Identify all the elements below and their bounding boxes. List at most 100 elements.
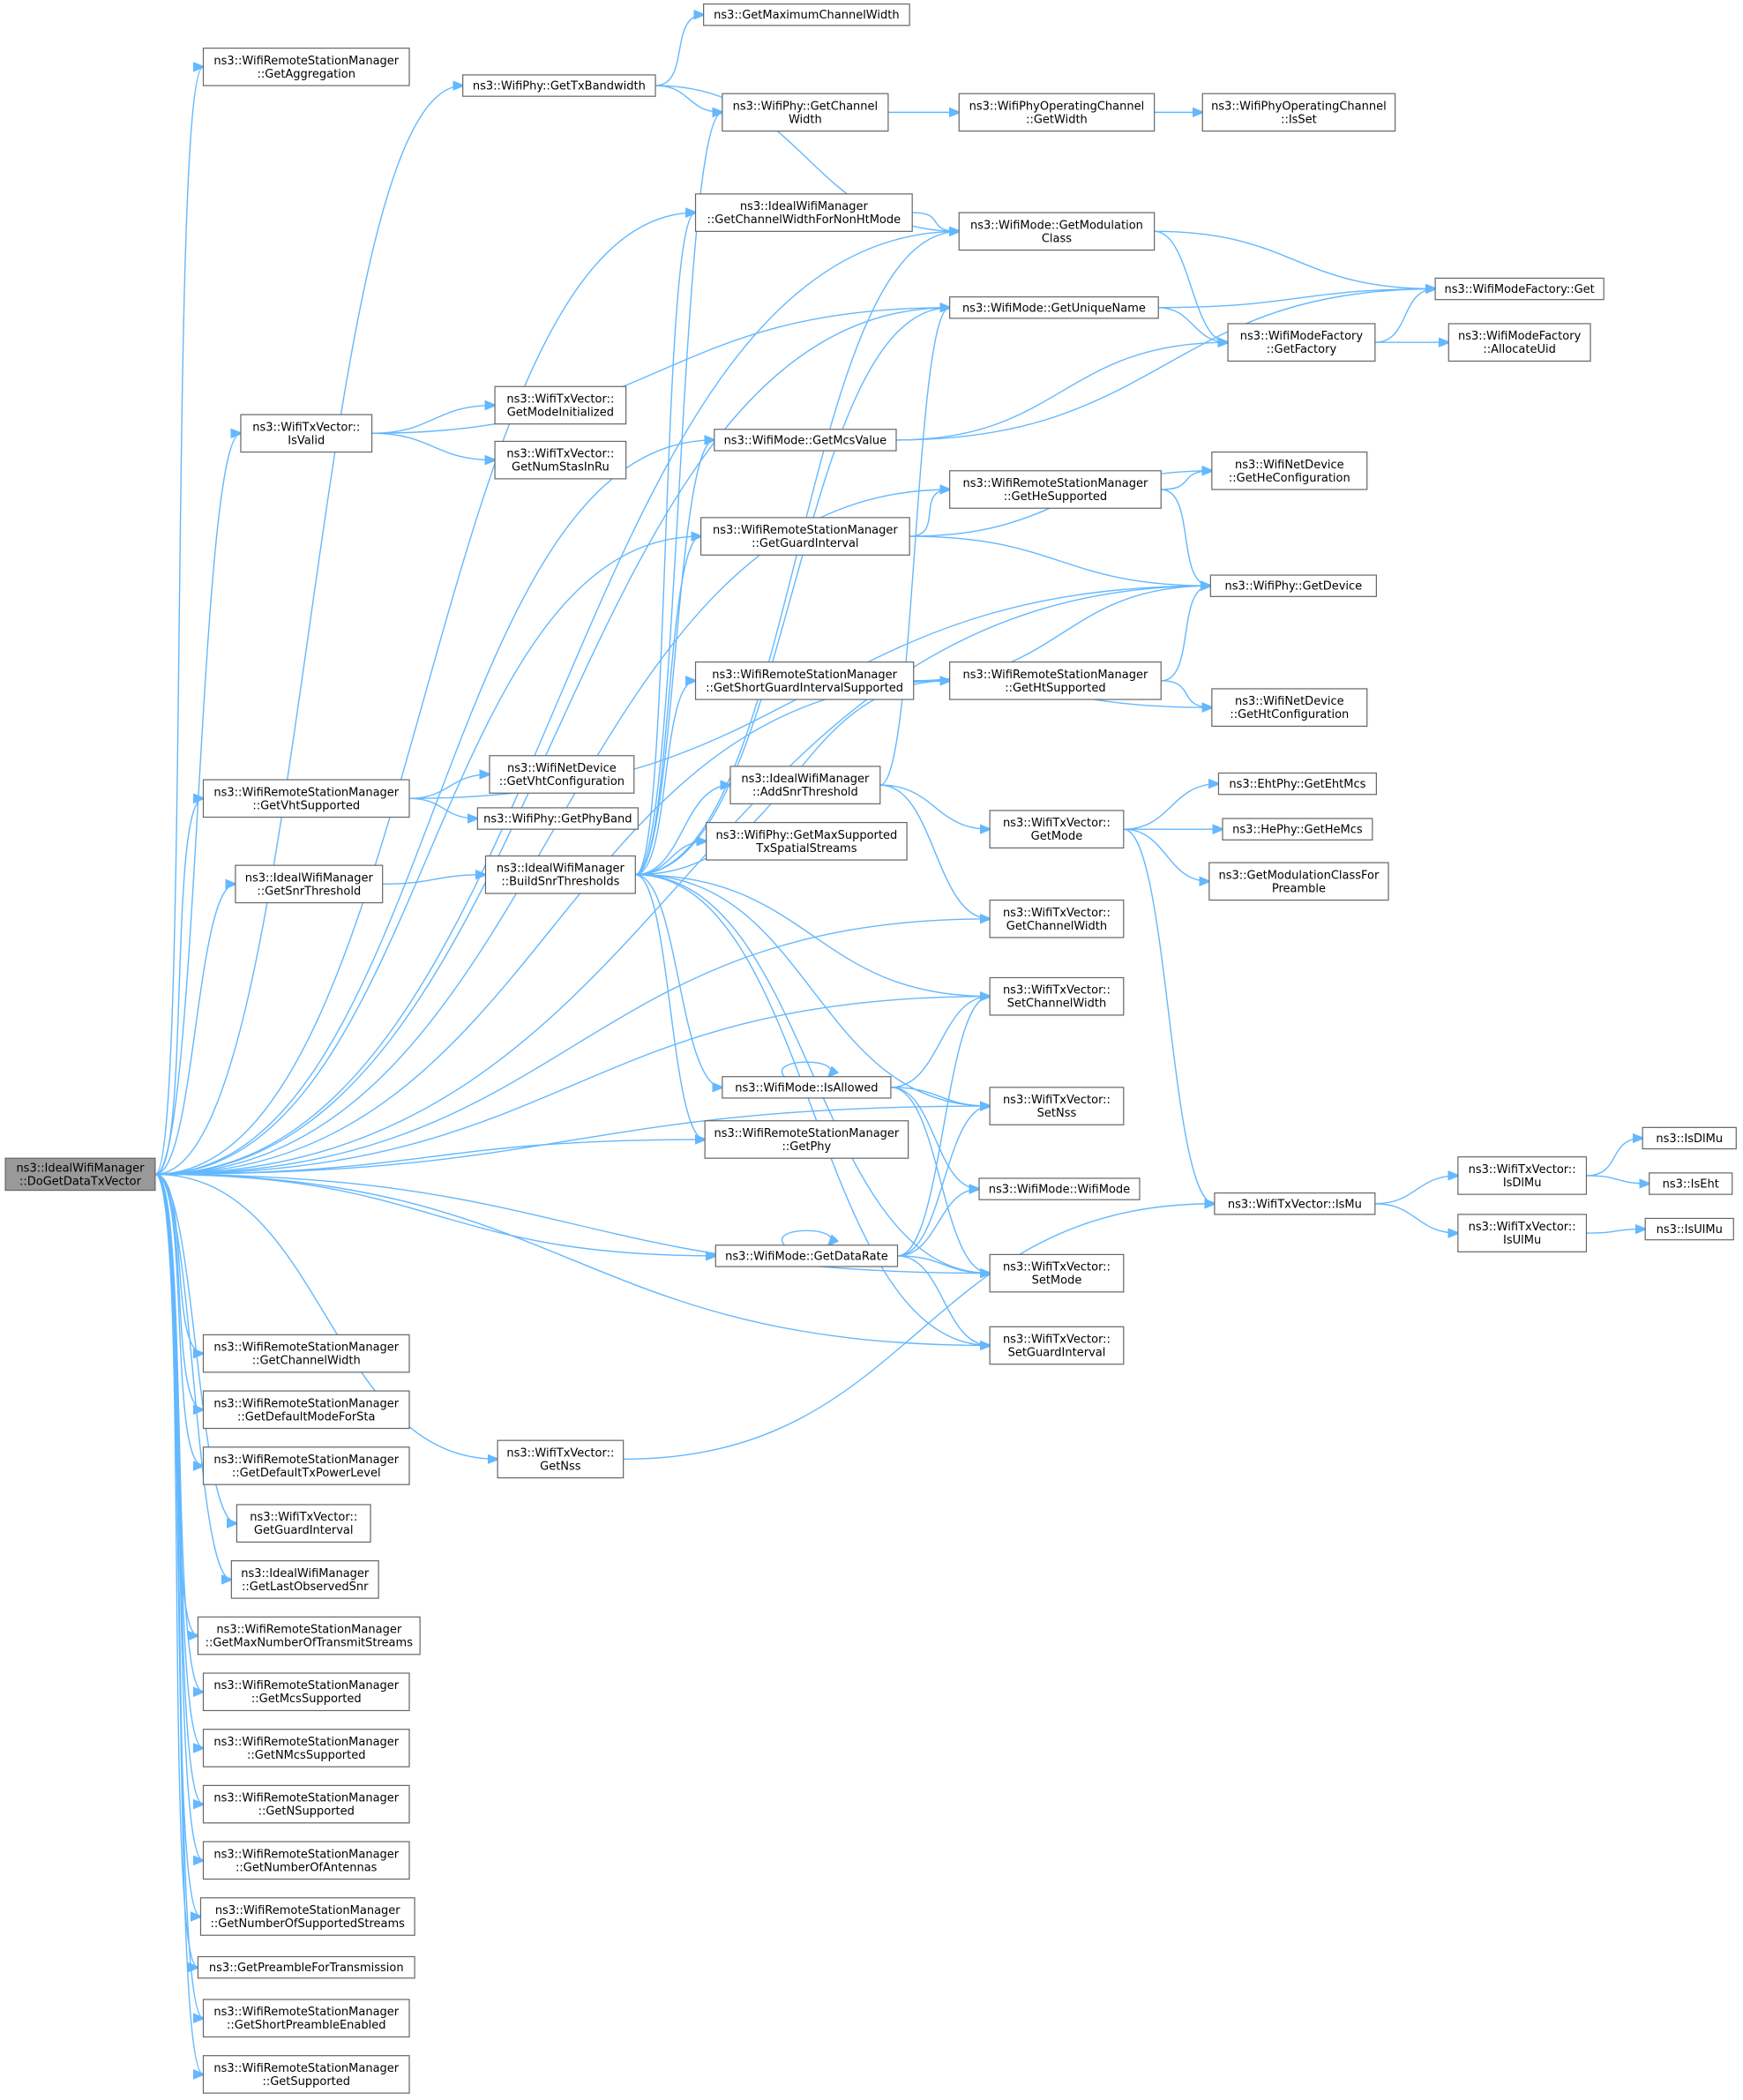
node-nMcsSupp[interactable]: ns3::WifiRemoteStationManager::GetNMcsSu… (202, 1729, 410, 1767)
node-txGetMode[interactable]: ns3::WifiTxVector::GetMode (989, 810, 1125, 848)
node-label: ::GetMaxNumberOfTransmitStreams (206, 1637, 414, 1650)
node-phyChW[interactable]: ns3::WifiPhy::GetChannelWidth (722, 93, 889, 132)
node-label: ::GetHeConfiguration (1229, 472, 1350, 485)
node-defPow[interactable]: ns3::WifiRemoteStationManager::GetDefaul… (202, 1446, 410, 1485)
node-shortPre[interactable]: ns3::WifiRemoteStationManager::GetShortP… (202, 1999, 410, 2038)
node-maxChW[interactable]: ns3::GetMaximumChannelWidth (703, 3, 910, 26)
node-sgiSupp[interactable]: ns3::WifiRemoteStationManager::GetShortG… (694, 661, 915, 700)
node-label: ns3::WifiNetDevice (1235, 695, 1344, 708)
node-preamble[interactable]: ns3::GetPreambleForTransmission (197, 1955, 415, 1979)
node-box (1434, 277, 1605, 301)
node-txBw[interactable]: ns3::WifiPhy::GetTxBandwidth (462, 74, 656, 97)
node-getNss[interactable]: ns3::WifiTxVector::GetNss (497, 1439, 625, 1479)
node-isValid[interactable]: ns3::WifiTxVector::IsValid (240, 414, 373, 453)
node-numStas[interactable]: ns3::WifiTxVector::GetNumStasInRu (494, 440, 627, 480)
node-box (202, 1999, 410, 2038)
node-label: ::GetVhtSupported (252, 799, 360, 812)
node-vhtConf[interactable]: ns3::WifiNetDevice::GetVhtConfiguration (489, 755, 635, 794)
edge-buildSnr-to-setMode (635, 874, 990, 1274)
node-box (958, 93, 1156, 132)
node-label: ns3::WifiTxVector:: (1003, 1333, 1111, 1346)
node-mfGet[interactable]: ns3::WifiModeFactory::Get (1434, 277, 1605, 301)
node-wifiMode[interactable]: ns3::WifiMode::WifiMode (978, 1177, 1141, 1200)
node-mfAlloc[interactable]: ns3::WifiModeFactory::AllocateUid (1448, 323, 1591, 362)
node-dataRate[interactable]: ns3::WifiMode::GetDataRate (714, 1244, 899, 1267)
node-vhtSupp[interactable]: ns3::WifiRemoteStationManager::GetVhtSup… (202, 779, 410, 818)
node-lastSnr[interactable]: ns3::IdealWifiManager::GetLastObservedSn… (230, 1560, 379, 1599)
node-setGi[interactable]: ns3::WifiTxVector::SetGuardInterval (989, 1326, 1125, 1365)
node-isUlMuTx[interactable]: ns3::WifiTxVector::IsUlMu (1457, 1214, 1588, 1252)
node-snrThr[interactable]: ns3::IdealWifiManager::GetSnrThreshold (235, 864, 384, 904)
node-mcsSupp[interactable]: ns3::WifiRemoteStationManager::GetMcsSup… (202, 1672, 410, 1712)
node-defMode[interactable]: ns3::WifiRemoteStationManager::GetDefaul… (202, 1390, 410, 1430)
node-modClass[interactable]: ns3::WifiMode::GetModulationClass (958, 212, 1156, 251)
node-phyBand[interactable]: ns3::WifiPhy::GetPhyBand (476, 807, 639, 830)
node-setNss[interactable]: ns3::WifiTxVector::SetNss (989, 1087, 1125, 1125)
edge-isAllowed-to-setChW (890, 997, 990, 1088)
node-getPhy[interactable]: ns3::WifiRemoteStationManager::GetPhy (704, 1120, 909, 1159)
node-ehtMcs[interactable]: ns3::EhtPhy::GetEhtMcs (1217, 772, 1377, 796)
node-numSuppStreams[interactable]: ns3::WifiRemoteStationManager::GetNumber… (199, 1897, 415, 1936)
node-isDlMu[interactable]: ns3::IsDlMu (1642, 1126, 1737, 1150)
node-opChW[interactable]: ns3::WifiPhyOperatingChannel::GetWidth (958, 93, 1156, 132)
node-mfFactory[interactable]: ns3::WifiModeFactory::GetFactory (1227, 323, 1376, 362)
edge-root-to-txBw (154, 86, 463, 1176)
node-numAnt[interactable]: ns3::WifiRemoteStationManager::GetNumber… (202, 1841, 410, 1880)
node-heConf[interactable]: ns3::WifiNetDevice::GetHeConfiguration (1211, 451, 1368, 490)
node-heSupp[interactable]: ns3::WifiRemoteStationManager::GetHeSupp… (949, 470, 1162, 509)
node-label: ns3::EhtPhy::GetEhtMcs (1229, 778, 1365, 791)
node-box (1644, 1217, 1734, 1241)
node-getDevice[interactable]: ns3::WifiPhy::GetDevice (1209, 574, 1377, 597)
node-setMode[interactable]: ns3::WifiTxVector::SetMode (989, 1253, 1125, 1293)
edge-htSupp-to-getDevice (1161, 586, 1210, 682)
node-maxNumStreams[interactable]: ns3::WifiRemoteStationManager::GetMaxNum… (197, 1616, 421, 1655)
node-nSupp[interactable]: ns3::WifiRemoteStationManager::GetNSuppo… (202, 1784, 410, 1824)
node-rsmChW[interactable]: ns3::WifiRemoteStationManager::GetChanne… (202, 1334, 410, 1373)
node-box (989, 810, 1125, 848)
node-mcsValue[interactable]: ns3::WifiMode::GetMcsValue (714, 429, 897, 452)
node-isEht[interactable]: ns3::IsEht (1649, 1172, 1733, 1195)
node-guardInt[interactable]: ns3::WifiRemoteStationManager::GetGuardI… (699, 517, 910, 556)
node-maxStreams[interactable]: ns3::WifiPhy::GetMaxSupportedTxSpatialSt… (706, 821, 908, 861)
edge-buildSnr-to-setNss (635, 874, 990, 1106)
node-isMu[interactable]: ns3::WifiTxVector::IsMu (1214, 1192, 1376, 1215)
node-modeInit[interactable]: ns3::WifiTxVector::GetModeInitialized (494, 385, 627, 425)
edge-dataRate-to-setChW (897, 997, 991, 1257)
node-getAgg[interactable]: ns3::WifiRemoteStationManager::GetAggreg… (202, 47, 410, 86)
edge-heSupp-to-heConf (1161, 471, 1212, 490)
node-isDlMuTx[interactable]: ns3::WifiTxVector::IsDlMu (1457, 1156, 1588, 1195)
node-htSupp[interactable]: ns3::WifiRemoteStationManager::GetHtSupp… (949, 661, 1162, 700)
node-buildSnr[interactable]: ns3::IdealWifiManager::BuildSnrThreshold… (484, 855, 636, 894)
node-heMcs[interactable]: ns3::HePhy::GetHeMcs (1222, 818, 1373, 841)
node-label: ::GetNumberOfAntennas (236, 1861, 378, 1874)
node-label: SetChannelWidth (1007, 998, 1107, 1011)
edge-chwNonHt-to-modClass (912, 212, 959, 231)
node-label: ns3::WifiNetDevice (507, 762, 617, 775)
node-label: ns3::IsUlMu (1657, 1223, 1723, 1237)
node-getSupp[interactable]: ns3::WifiRemoteStationManager::GetSuppor… (202, 2055, 410, 2094)
node-uniqueName[interactable]: ns3::WifiMode::GetUniqueName (949, 296, 1159, 319)
node-isAllowed[interactable]: ns3::WifiMode::IsAllowed (722, 1076, 892, 1099)
node-box (1214, 1192, 1376, 1215)
node-txGi[interactable]: ns3::WifiTxVector::GetGuardInterval (236, 1504, 371, 1543)
node-txGetChW[interactable]: ns3::WifiTxVector::GetChannelWidth (989, 899, 1125, 938)
node-label: IsValid (288, 434, 325, 447)
node-addSnr[interactable]: ns3::IdealWifiManager::AddSnrThreshold (729, 766, 881, 804)
node-htConf[interactable]: ns3::WifiNetDevice::GetHtConfiguration (1211, 688, 1368, 728)
node-box (989, 1253, 1125, 1293)
edge-buildSnr-to-sgiSupp (635, 681, 695, 876)
node-opIsSet[interactable]: ns3::WifiPhyOperatingChannel::IsSet (1201, 93, 1396, 132)
node-setChW[interactable]: ns3::WifiTxVector::SetChannelWidth (989, 976, 1125, 1016)
node-label: ns3::WifiTxVector:: (1003, 907, 1111, 920)
edge-isAllowed-to-setNss (890, 1087, 990, 1106)
node-label: ns3::WifiTxVector:: (1469, 1221, 1576, 1234)
node-box (230, 1560, 379, 1599)
node-root[interactable]: ns3::IdealWifiManager::DoGetDataTxVector (4, 1157, 156, 1192)
node-chwNonHt[interactable]: ns3::IdealWifiManager::GetChannelWidthFo… (694, 193, 913, 232)
node-label: ::GetChannelWidthForNonHtMode (707, 213, 901, 227)
edge-txGetMode-to-modClassPre (1123, 828, 1209, 881)
node-box (240, 414, 373, 453)
node-isUlMu[interactable]: ns3::IsUlMu (1644, 1217, 1734, 1241)
